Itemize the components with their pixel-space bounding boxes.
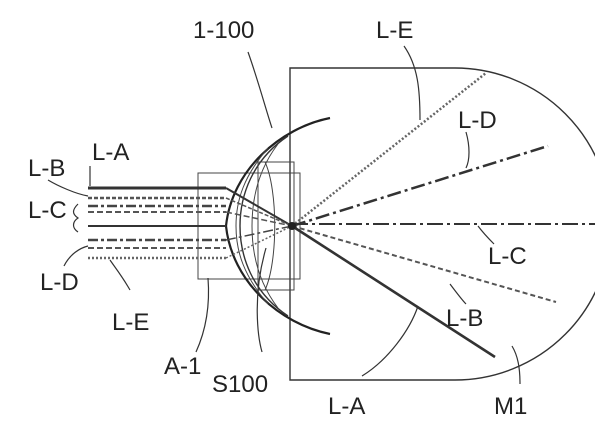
converging-rays (225, 187, 293, 259)
label-ld-left: L-D (40, 269, 79, 296)
leader-a-1 (195, 277, 210, 353)
sensor-s100-leader (256, 247, 267, 353)
ray-ld-out (291, 144, 549, 228)
label-s100: S100 (212, 371, 268, 398)
converge-lc (225, 211, 293, 227)
leader-ld-left (63, 245, 89, 267)
ray-la-out (291, 224, 496, 359)
outgoing-rays (291, 72, 595, 359)
leader-m1 (511, 345, 521, 385)
label-lc-left: L-C (28, 197, 67, 224)
label-le-left: L-E (112, 309, 149, 336)
ray-lb-out (291, 225, 557, 303)
label-a-1: A-1 (164, 353, 201, 380)
label-lb-left: L-B (28, 155, 65, 182)
label-lb-right: L-B (446, 305, 483, 332)
leader-ld-top (465, 131, 470, 169)
leader-lc-left (72, 203, 80, 233)
converge-ld (225, 225, 293, 241)
lens-element-curve (264, 161, 276, 291)
outer-lens-arc-upper (224, 116, 331, 227)
leader-le-left (109, 259, 131, 291)
inner-lens-arc (239, 135, 289, 317)
incoming-rays (88, 186, 226, 260)
label-ld-top: L-D (458, 107, 497, 134)
leader-1-100 (247, 51, 273, 129)
inner-lens-arc-3 (251, 143, 279, 309)
label-le-top: L-E (376, 17, 413, 44)
labels: 1-100 L-E L-D L-C L-B L-A M1 A-1 S100 L-… (28, 17, 527, 420)
screen-m1-outline (289, 67, 595, 381)
outer-lens-arc-lower (224, 225, 331, 336)
leader-lc-right (477, 225, 495, 245)
converge-le (225, 225, 293, 259)
focal-point (288, 222, 296, 230)
leader-lines (47, 45, 521, 385)
label-m1: M1 (494, 393, 527, 420)
inner-lens-arc-2 (235, 147, 269, 305)
converge-la (225, 187, 293, 227)
ray-le-out (291, 72, 487, 227)
label-la-left: L-A (92, 139, 129, 166)
leader-lb-right (449, 283, 467, 305)
leader-lb-left (47, 179, 89, 197)
leader-la-bottom (361, 305, 419, 377)
leader-le-top (403, 45, 421, 121)
label-1-100: 1-100 (193, 17, 254, 44)
label-lc-right: L-C (488, 243, 527, 270)
label-la-bottom: L-A (328, 393, 365, 420)
